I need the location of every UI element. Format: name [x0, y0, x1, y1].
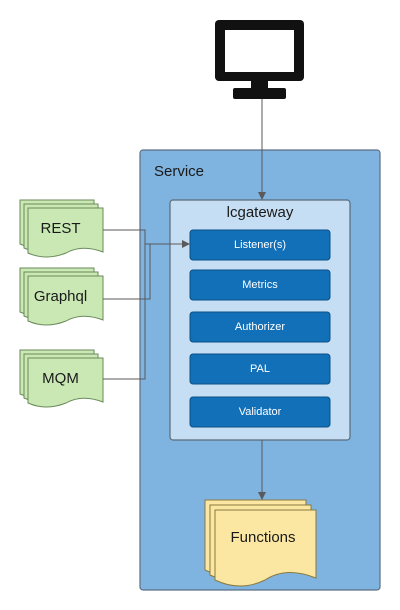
service-label: Service [154, 163, 205, 180]
authorizer-box-label: Authorizer [234, 321, 286, 333]
monitor-icon [215, 20, 304, 99]
validator-box-label: Validator [238, 406, 282, 418]
listener-box-label: Listener(s) [234, 239, 286, 251]
input-doc-graphql-shape [19, 267, 104, 326]
component-boxes [189, 229, 331, 428]
input-doc-rest-shape [19, 199, 104, 258]
input-label-graphql: Graphql [33, 288, 88, 305]
gateway-label: lcgateway [226, 204, 294, 221]
functions-doc-shape [204, 499, 317, 587]
input-doc-mqm-shape [19, 349, 104, 408]
connectors [103, 99, 266, 500]
pal-box-label: PAL [250, 363, 270, 375]
functions-label: Functions [230, 529, 296, 546]
input-label-mqm: MQM [42, 370, 79, 387]
input-label-rest: REST [40, 220, 81, 237]
metrics-box-label: Metrics [242, 279, 278, 291]
